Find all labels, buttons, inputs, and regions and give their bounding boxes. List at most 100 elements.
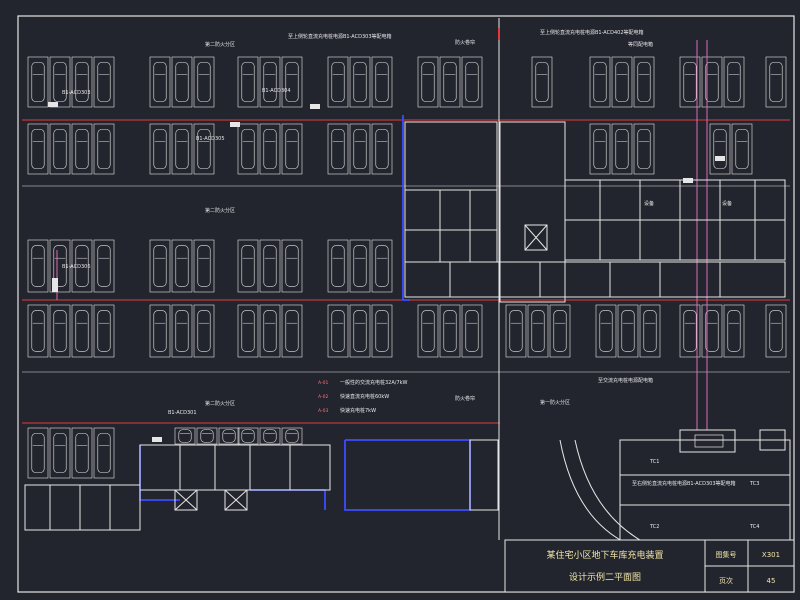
room-tag: 设备 (722, 200, 732, 207)
parking-bay (731, 123, 753, 175)
parking-bay (49, 123, 71, 175)
parking-bay (371, 239, 393, 293)
parking-bay (595, 304, 617, 358)
parking-bay (193, 56, 215, 108)
parking-bay (171, 304, 193, 358)
transformer-label: TC2 (649, 524, 659, 530)
parking-bays (27, 56, 787, 479)
parking-bay (617, 304, 639, 358)
cable-note: 等同配电箱 (628, 41, 653, 48)
panel-label: B1-ACD301 (168, 410, 197, 416)
parking-bay (259, 56, 281, 108)
parking-bay (701, 56, 723, 108)
legend-code: A-01 (318, 380, 328, 386)
cable-note: 至右侧轮直流充电桩电源B1-ACD303等配电箱 (632, 480, 736, 487)
legend-code: A-03 (318, 408, 328, 414)
parking-bay (589, 56, 611, 108)
parking-bay (171, 239, 193, 293)
panel-label: B1-ACD306 (62, 264, 91, 270)
distribution-panel (48, 102, 58, 107)
parking-bay (93, 123, 115, 175)
structural-lines (22, 18, 791, 546)
parking-bay (71, 56, 93, 108)
parking-bay (149, 56, 171, 108)
parking-bay (171, 123, 193, 175)
parking-bay (349, 304, 371, 358)
drawing-subtitle: 设计示例二平面图 (569, 571, 641, 583)
transformer-label: TC1 (649, 459, 659, 465)
parking-bay (93, 427, 115, 479)
parking-bay (49, 56, 71, 108)
parking-bay (327, 56, 349, 108)
page-number: 45 (767, 577, 776, 585)
parking-bay (723, 56, 745, 108)
fire-zone-label: 第二防火分区 (205, 41, 235, 48)
legend-text: 快速直流充电桩60kW (340, 393, 389, 400)
charger-station (679, 429, 736, 453)
distribution-panel (683, 178, 693, 183)
parking-bay (439, 304, 461, 358)
parking-bay (439, 56, 461, 108)
drawing-title: 某住宅小区地下车库充电装置 (546, 549, 663, 561)
parking-bay (281, 56, 303, 108)
panel-label: B1-ACD304 (262, 88, 291, 94)
parking-bay (237, 56, 259, 108)
transformer-label: TC3 (749, 481, 759, 487)
atlas-number-label: 图集号 (716, 550, 737, 559)
parking-bay (259, 304, 281, 358)
parking-bay (327, 304, 349, 358)
parking-bay (93, 239, 115, 293)
parking-bay (709, 123, 731, 175)
parking-bay (71, 239, 93, 293)
parking-bay (218, 427, 240, 445)
drawing-frame (17, 15, 795, 593)
parking-bay (349, 123, 371, 175)
legend-text: 一般性的交流充电桩32A/7kW (340, 379, 408, 386)
parking-bay (237, 123, 259, 175)
parking-bay (633, 123, 655, 175)
parking-bay (765, 56, 787, 108)
parking-bay (417, 56, 439, 108)
parking-bay (149, 304, 171, 358)
fire-zone-label: 第二防火分区 (205, 400, 235, 407)
parking-bay (633, 56, 655, 108)
distribution-panel (230, 122, 240, 127)
parking-bay (765, 304, 787, 358)
parking-bay (259, 123, 281, 175)
parking-bay (71, 304, 93, 358)
parking-bay (27, 56, 49, 108)
parking-bay (281, 239, 303, 293)
parking-bay (259, 239, 281, 293)
distribution-panel (152, 437, 162, 442)
parking-bay (679, 56, 701, 108)
parking-bay (371, 304, 393, 358)
parking-bay (93, 56, 115, 108)
fire-zone-label: 第一防火分区 (540, 399, 570, 406)
core-walls (24, 121, 791, 546)
transformer-label: TC4 (749, 524, 759, 530)
legend-text: 快速充电桩7kW (340, 407, 376, 414)
room-tag: 设备 (644, 200, 654, 207)
parking-bay (93, 304, 115, 358)
panel-label: B1-ACD303 (62, 90, 91, 96)
parking-bay (527, 304, 549, 358)
parking-bay (193, 304, 215, 358)
panel-label: B1-ACD305 (196, 136, 225, 142)
page-number-label: 页次 (719, 576, 733, 585)
parking-bay (259, 427, 281, 445)
parking-bay (171, 56, 193, 108)
parking-bay (27, 427, 49, 479)
distribution-panel (52, 278, 58, 292)
parking-bay (71, 123, 93, 175)
parking-bay (281, 427, 303, 445)
parking-bay (371, 123, 393, 175)
cable-note: 至上侧轮直流充电桩电源B1-ACD402等配电箱 (540, 29, 644, 36)
fire-partition (402, 115, 410, 301)
parking-bay (193, 239, 215, 293)
parking-bay (589, 123, 611, 175)
parking-bay (611, 123, 633, 175)
fire-zone-label: 第二防火分区 (205, 207, 235, 214)
parking-bay (27, 123, 49, 175)
parking-bay (461, 56, 483, 108)
